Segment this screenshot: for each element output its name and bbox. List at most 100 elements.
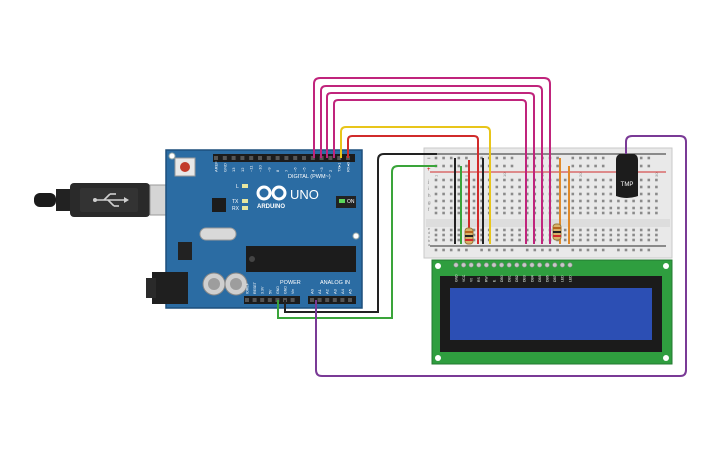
breadboard-hole[interactable] [571, 228, 575, 232]
lcd-pin[interactable] [544, 262, 550, 268]
digital-pin[interactable] [240, 156, 245, 160]
lcd-pin[interactable] [552, 262, 558, 268]
breadboard-hole[interactable] [472, 192, 476, 196]
breadboard-hole[interactable] [449, 164, 453, 168]
breadboard-hole[interactable] [434, 211, 438, 215]
breadboard-hole[interactable] [449, 248, 453, 252]
breadboard-hole[interactable] [457, 233, 461, 237]
breadboard-hole[interactable] [434, 185, 438, 189]
breadboard-hole[interactable] [571, 233, 575, 237]
breadboard-hole[interactable] [525, 248, 529, 252]
breadboard-hole[interactable] [510, 199, 514, 203]
breadboard-hole[interactable] [480, 206, 483, 210]
breadboard-hole[interactable] [579, 238, 582, 242]
breadboard-hole[interactable] [503, 199, 506, 203]
breadboard-hole[interactable] [647, 206, 651, 210]
breadboard-hole[interactable] [617, 233, 620, 237]
breadboard-hole[interactable] [639, 164, 643, 168]
breadboard-hole[interactable] [586, 185, 590, 189]
breadboard-hole[interactable] [480, 248, 483, 252]
lcd-pin[interactable] [521, 262, 527, 268]
breadboard-hole[interactable] [541, 248, 544, 252]
breadboard-hole[interactable] [609, 211, 613, 215]
breadboard-hole[interactable] [449, 156, 453, 160]
breadboard-hole[interactable] [594, 206, 597, 210]
breadboard-hole[interactable] [503, 192, 506, 196]
breadboard-hole[interactable] [556, 199, 559, 203]
breadboard-hole[interactable] [609, 233, 613, 237]
breadboard-hole[interactable] [442, 248, 445, 252]
breadboard-hole[interactable] [601, 248, 605, 252]
breadboard-hole[interactable] [465, 178, 468, 182]
breadboard-hole[interactable] [556, 248, 559, 252]
breadboard-hole[interactable] [449, 192, 453, 196]
breadboard-hole[interactable] [449, 178, 453, 182]
breadboard-hole[interactable] [457, 206, 461, 210]
breadboard-hole[interactable] [495, 185, 499, 189]
breadboard-hole[interactable] [480, 238, 483, 242]
digital-pin[interactable] [231, 156, 236, 160]
breadboard-hole[interactable] [465, 164, 468, 168]
breadboard-hole[interactable] [510, 238, 514, 242]
breadboard-hole[interactable] [601, 233, 605, 237]
breadboard-hole[interactable] [510, 228, 514, 232]
breadboard-hole[interactable] [563, 206, 567, 210]
breadboard-hole[interactable] [495, 248, 499, 252]
lcd-pin[interactable] [453, 262, 459, 268]
breadboard-hole[interactable] [579, 211, 582, 215]
wire-magenta-d5[interactable] [313, 77, 551, 244]
breadboard-hole[interactable] [442, 185, 445, 189]
breadboard-hole[interactable] [571, 185, 575, 189]
breadboard-hole[interactable] [571, 156, 575, 160]
breadboard-hole[interactable] [510, 178, 514, 182]
breadboard-hole[interactable] [510, 185, 514, 189]
breadboard-hole[interactable] [472, 206, 476, 210]
analog-pin[interactable] [325, 298, 330, 302]
breadboard-hole[interactable] [503, 211, 506, 215]
breadboard-hole[interactable] [465, 185, 468, 189]
wire-purple-a0[interactable] [315, 135, 687, 377]
breadboard-hole[interactable] [586, 233, 590, 237]
breadboard-hole[interactable] [647, 238, 651, 242]
breadboard-hole[interactable] [449, 233, 453, 237]
breadboard-hole[interactable] [647, 185, 651, 189]
breadboard-hole[interactable] [480, 233, 483, 237]
breadboard-hole[interactable] [449, 206, 453, 210]
breadboard-hole[interactable] [518, 178, 521, 182]
digital-pin[interactable] [293, 156, 298, 160]
breadboard-hole[interactable] [518, 238, 521, 242]
breadboard-hole[interactable] [647, 248, 651, 252]
breadboard-hole[interactable] [579, 199, 582, 203]
breadboard-hole[interactable] [609, 228, 613, 232]
breadboard-hole[interactable] [639, 192, 643, 196]
resistor[interactable] [552, 223, 562, 241]
breadboard-hole[interactable] [601, 164, 605, 168]
breadboard-hole[interactable] [457, 248, 461, 252]
lcd-pin[interactable] [468, 262, 474, 268]
breadboard-hole[interactable] [434, 248, 438, 252]
breadboard-hole[interactable] [579, 156, 582, 160]
breadboard-hole[interactable] [525, 178, 529, 182]
digital-pin[interactable] [284, 156, 289, 160]
breadboard-hole[interactable] [586, 156, 590, 160]
breadboard-hole[interactable] [647, 192, 651, 196]
breadboard-hole[interactable] [601, 192, 605, 196]
breadboard-hole[interactable] [655, 185, 658, 189]
breadboard-hole[interactable] [647, 178, 651, 182]
breadboard-hole[interactable] [442, 178, 445, 182]
breadboard-hole[interactable] [442, 164, 445, 168]
breadboard-hole[interactable] [495, 238, 499, 242]
breadboard-hole[interactable] [503, 178, 506, 182]
breadboard-hole[interactable] [563, 238, 567, 242]
breadboard-hole[interactable] [609, 199, 613, 203]
breadboard-hole[interactable] [639, 211, 643, 215]
lcd-pin[interactable] [461, 262, 467, 268]
breadboard-hole[interactable] [480, 199, 483, 203]
breadboard-hole[interactable] [480, 192, 483, 196]
breadboard-hole[interactable] [655, 206, 658, 210]
breadboard-hole[interactable] [472, 178, 476, 182]
digital-pin[interactable] [310, 156, 315, 160]
breadboard-hole[interactable] [586, 164, 590, 168]
breadboard-hole[interactable] [571, 211, 575, 215]
breadboard-hole[interactable] [609, 192, 613, 196]
